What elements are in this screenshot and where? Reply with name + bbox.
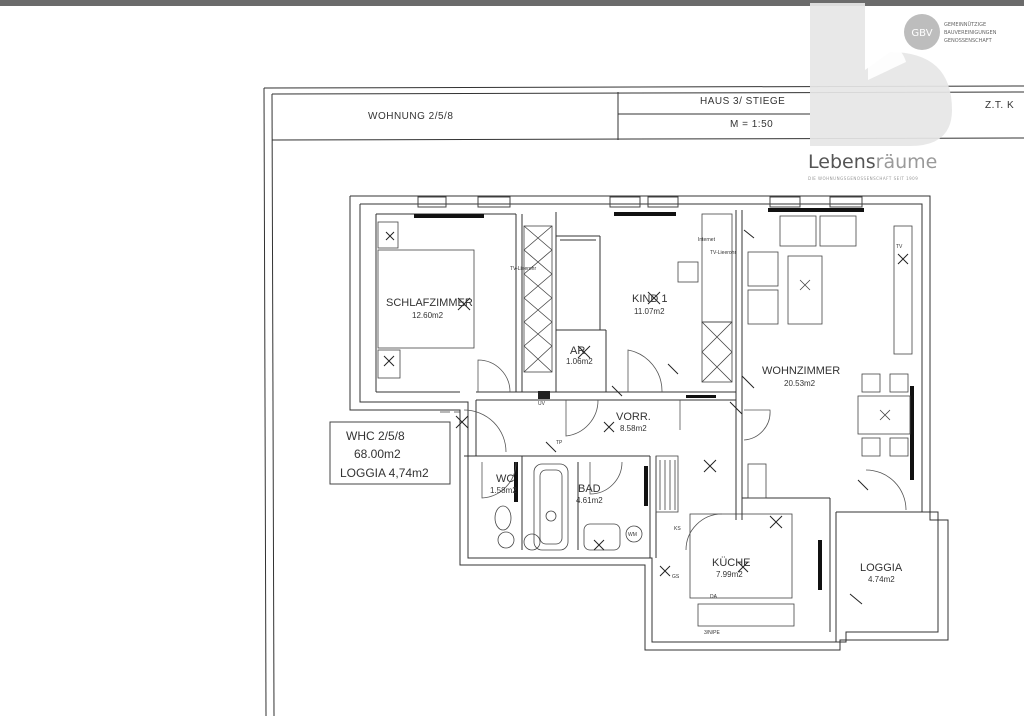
unit-label: WOHNUNG 2/5/8 [368, 111, 453, 122]
symbols [383, 229, 909, 605]
zt-label: Z.T. K [985, 100, 1014, 111]
tv-outlet-label: TV-Lieerohr [510, 266, 536, 272]
bed [377, 249, 475, 349]
wardrobes [523, 213, 733, 383]
kitchen-sink [747, 463, 767, 499]
summary-line1: WHC 2/5/8 [346, 429, 405, 443]
dining-table [857, 395, 911, 435]
tv-label: TV [896, 244, 903, 250]
window-kind [614, 212, 676, 216]
kitchen-counter [689, 513, 793, 599]
room-kueche-area: 7.99m2 [716, 570, 743, 579]
room-loggia-name: LOGGIA [860, 562, 903, 574]
room-wohnzimmer-area: 20.53m2 [784, 379, 816, 388]
logo-word-b: räume [876, 151, 938, 173]
room-kueche-name: KÜCHE [712, 557, 751, 569]
windows [414, 196, 914, 590]
lebensraeume-logo: GBV GEMEINNÜTZIGE BAUVEREINIGUNGEN GENOS… [808, 3, 997, 181]
room-kind-name: KIND 1 [632, 293, 667, 305]
furniture [377, 215, 913, 627]
scale-label: M = 1:50 [730, 119, 773, 130]
da-label: DA [710, 594, 718, 600]
desk [677, 261, 699, 283]
gbv-badge-text: GBV [911, 28, 932, 39]
window-side [910, 386, 914, 480]
ks-label: KS [674, 526, 681, 532]
room-wc-area: 1.58m2 [490, 486, 517, 495]
washing-machine-icon [625, 525, 643, 543]
room-schlafzimmer-area: 12.60m2 [412, 311, 444, 320]
door-swings [463, 349, 907, 551]
room-loggia-area: 4.74m2 [868, 575, 895, 584]
toilet [494, 505, 512, 531]
pe-label: 3/N/PE [704, 630, 721, 636]
summary-line2: 68.00m2 [354, 447, 401, 461]
tp-label: TP [556, 440, 563, 446]
sofa-seat [747, 251, 779, 287]
gbv-badge-icon [904, 14, 940, 50]
internet-label: Internet [698, 237, 716, 243]
logo-org-line1: GEMEINNÜTZIGE [944, 21, 986, 28]
window-schlafzimmer [414, 214, 484, 218]
wm-label: WM [628, 532, 637, 538]
interior-walls [464, 210, 922, 642]
room-ar-area: 1.06m2 [566, 357, 593, 366]
logo-org-line3: GENOSSENSCHAFT [944, 38, 993, 44]
nightstand [377, 349, 401, 379]
window-wohnzimmer [768, 208, 864, 212]
gs-label: GS [672, 574, 680, 580]
room-wohnzimmer-name: WOHNZIMMER [762, 365, 840, 377]
washbasin [583, 523, 621, 551]
scan-top-edge [0, 0, 1024, 6]
room-bad-name: BAD [578, 483, 601, 495]
room-vorr-area: 8.58m2 [620, 424, 647, 433]
bathtub [533, 463, 569, 551]
room-ar-name: AR [570, 345, 585, 357]
room-wc-name: WC [496, 473, 514, 485]
room-schlafzimmer-name: SCHLAFZIMMER [386, 297, 473, 309]
logo-org-line2: BAUVEREINIGUNGEN [944, 30, 997, 36]
uv-label: UV [538, 401, 546, 407]
summary-line3: LOGGIA 4,74m2 [340, 466, 429, 480]
unit-summary-box: WHC 2/5/8 68.00m2 LOGGIA 4,74m2 [329, 421, 451, 485]
house-label: HAUS 3/ STIEGE [700, 96, 785, 107]
logo-wordmark: Lebensräume [808, 151, 937, 173]
logo-tagline: DIE WOHNUNGSGENOSSENSCHAFT SEIT 1909 [808, 176, 918, 181]
window-kueche [818, 540, 822, 590]
coffee-table [787, 255, 823, 325]
room-bad-area: 4.61m2 [576, 496, 603, 505]
room-kind-area: 11.07m2 [634, 307, 665, 316]
uv-box [538, 391, 550, 399]
room-vorr-name: VORR. [616, 411, 651, 423]
logo-word-a: Lebens [808, 151, 876, 173]
tv-outlet-label-2: TV-Lieerohr [710, 250, 736, 256]
tv-cabinet [893, 225, 913, 355]
